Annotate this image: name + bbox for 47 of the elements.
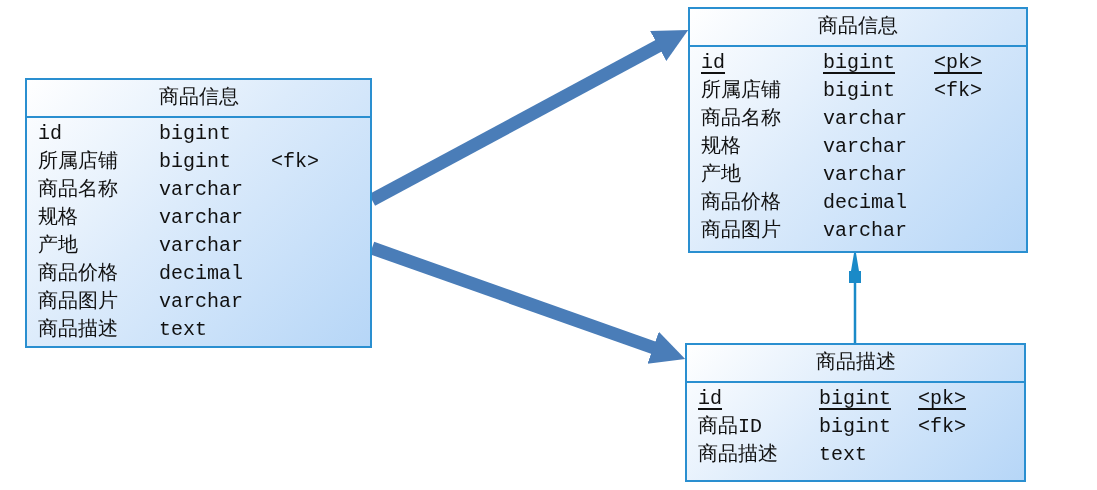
key-marker: <fk> — [271, 149, 319, 175]
data-type: varchar — [823, 162, 907, 188]
data-type: varchar — [159, 177, 243, 203]
key-marker: <fk> — [934, 78, 982, 104]
field-name: 商品名称 — [38, 177, 118, 203]
data-type: text — [159, 317, 207, 343]
data-type: bigint — [159, 149, 231, 175]
entity-table — [25, 78, 372, 348]
field-name: 商品价格 — [701, 190, 781, 216]
data-type: decimal — [159, 261, 243, 287]
field-name: id — [38, 121, 62, 147]
data-type: bigint — [159, 121, 231, 147]
data-type: varchar — [159, 233, 243, 259]
field-name: 商品图片 — [38, 289, 118, 315]
field-name: id — [698, 386, 722, 412]
data-type: varchar — [159, 289, 243, 315]
data-type: bigint — [819, 414, 891, 440]
table-title: 商品信息 — [690, 9, 1026, 47]
table-title: 商品信息 — [27, 80, 370, 118]
key-marker: <fk> — [918, 414, 966, 440]
data-type: varchar — [823, 134, 907, 160]
data-type: bigint — [819, 386, 891, 412]
data-type: varchar — [823, 218, 907, 244]
data-type: varchar — [823, 106, 907, 132]
field-name: 商品描述 — [38, 317, 118, 343]
field-name: 所属店铺 — [701, 78, 781, 104]
field-name: 规格 — [38, 205, 78, 231]
field-name: 规格 — [701, 134, 741, 160]
data-type: decimal — [823, 190, 907, 216]
field-name: 产地 — [701, 162, 741, 188]
key-marker: <pk> — [918, 386, 966, 412]
data-type: bigint — [823, 78, 895, 104]
data-type: text — [819, 442, 867, 468]
key-marker: <pk> — [934, 50, 982, 76]
field-name: 商品ID — [698, 414, 762, 440]
field-name: 商品名称 — [701, 106, 781, 132]
entity-table — [688, 7, 1028, 253]
field-name: 所属店铺 — [38, 149, 118, 175]
data-type: varchar — [159, 205, 243, 231]
entity-table — [685, 343, 1026, 482]
data-type: bigint — [823, 50, 895, 76]
field-name: 商品描述 — [698, 442, 778, 468]
table-title: 商品描述 — [687, 345, 1024, 383]
field-name: 商品价格 — [38, 261, 118, 287]
field-name: 商品图片 — [701, 218, 781, 244]
field-name: id — [701, 50, 725, 76]
field-name: 产地 — [38, 233, 78, 259]
